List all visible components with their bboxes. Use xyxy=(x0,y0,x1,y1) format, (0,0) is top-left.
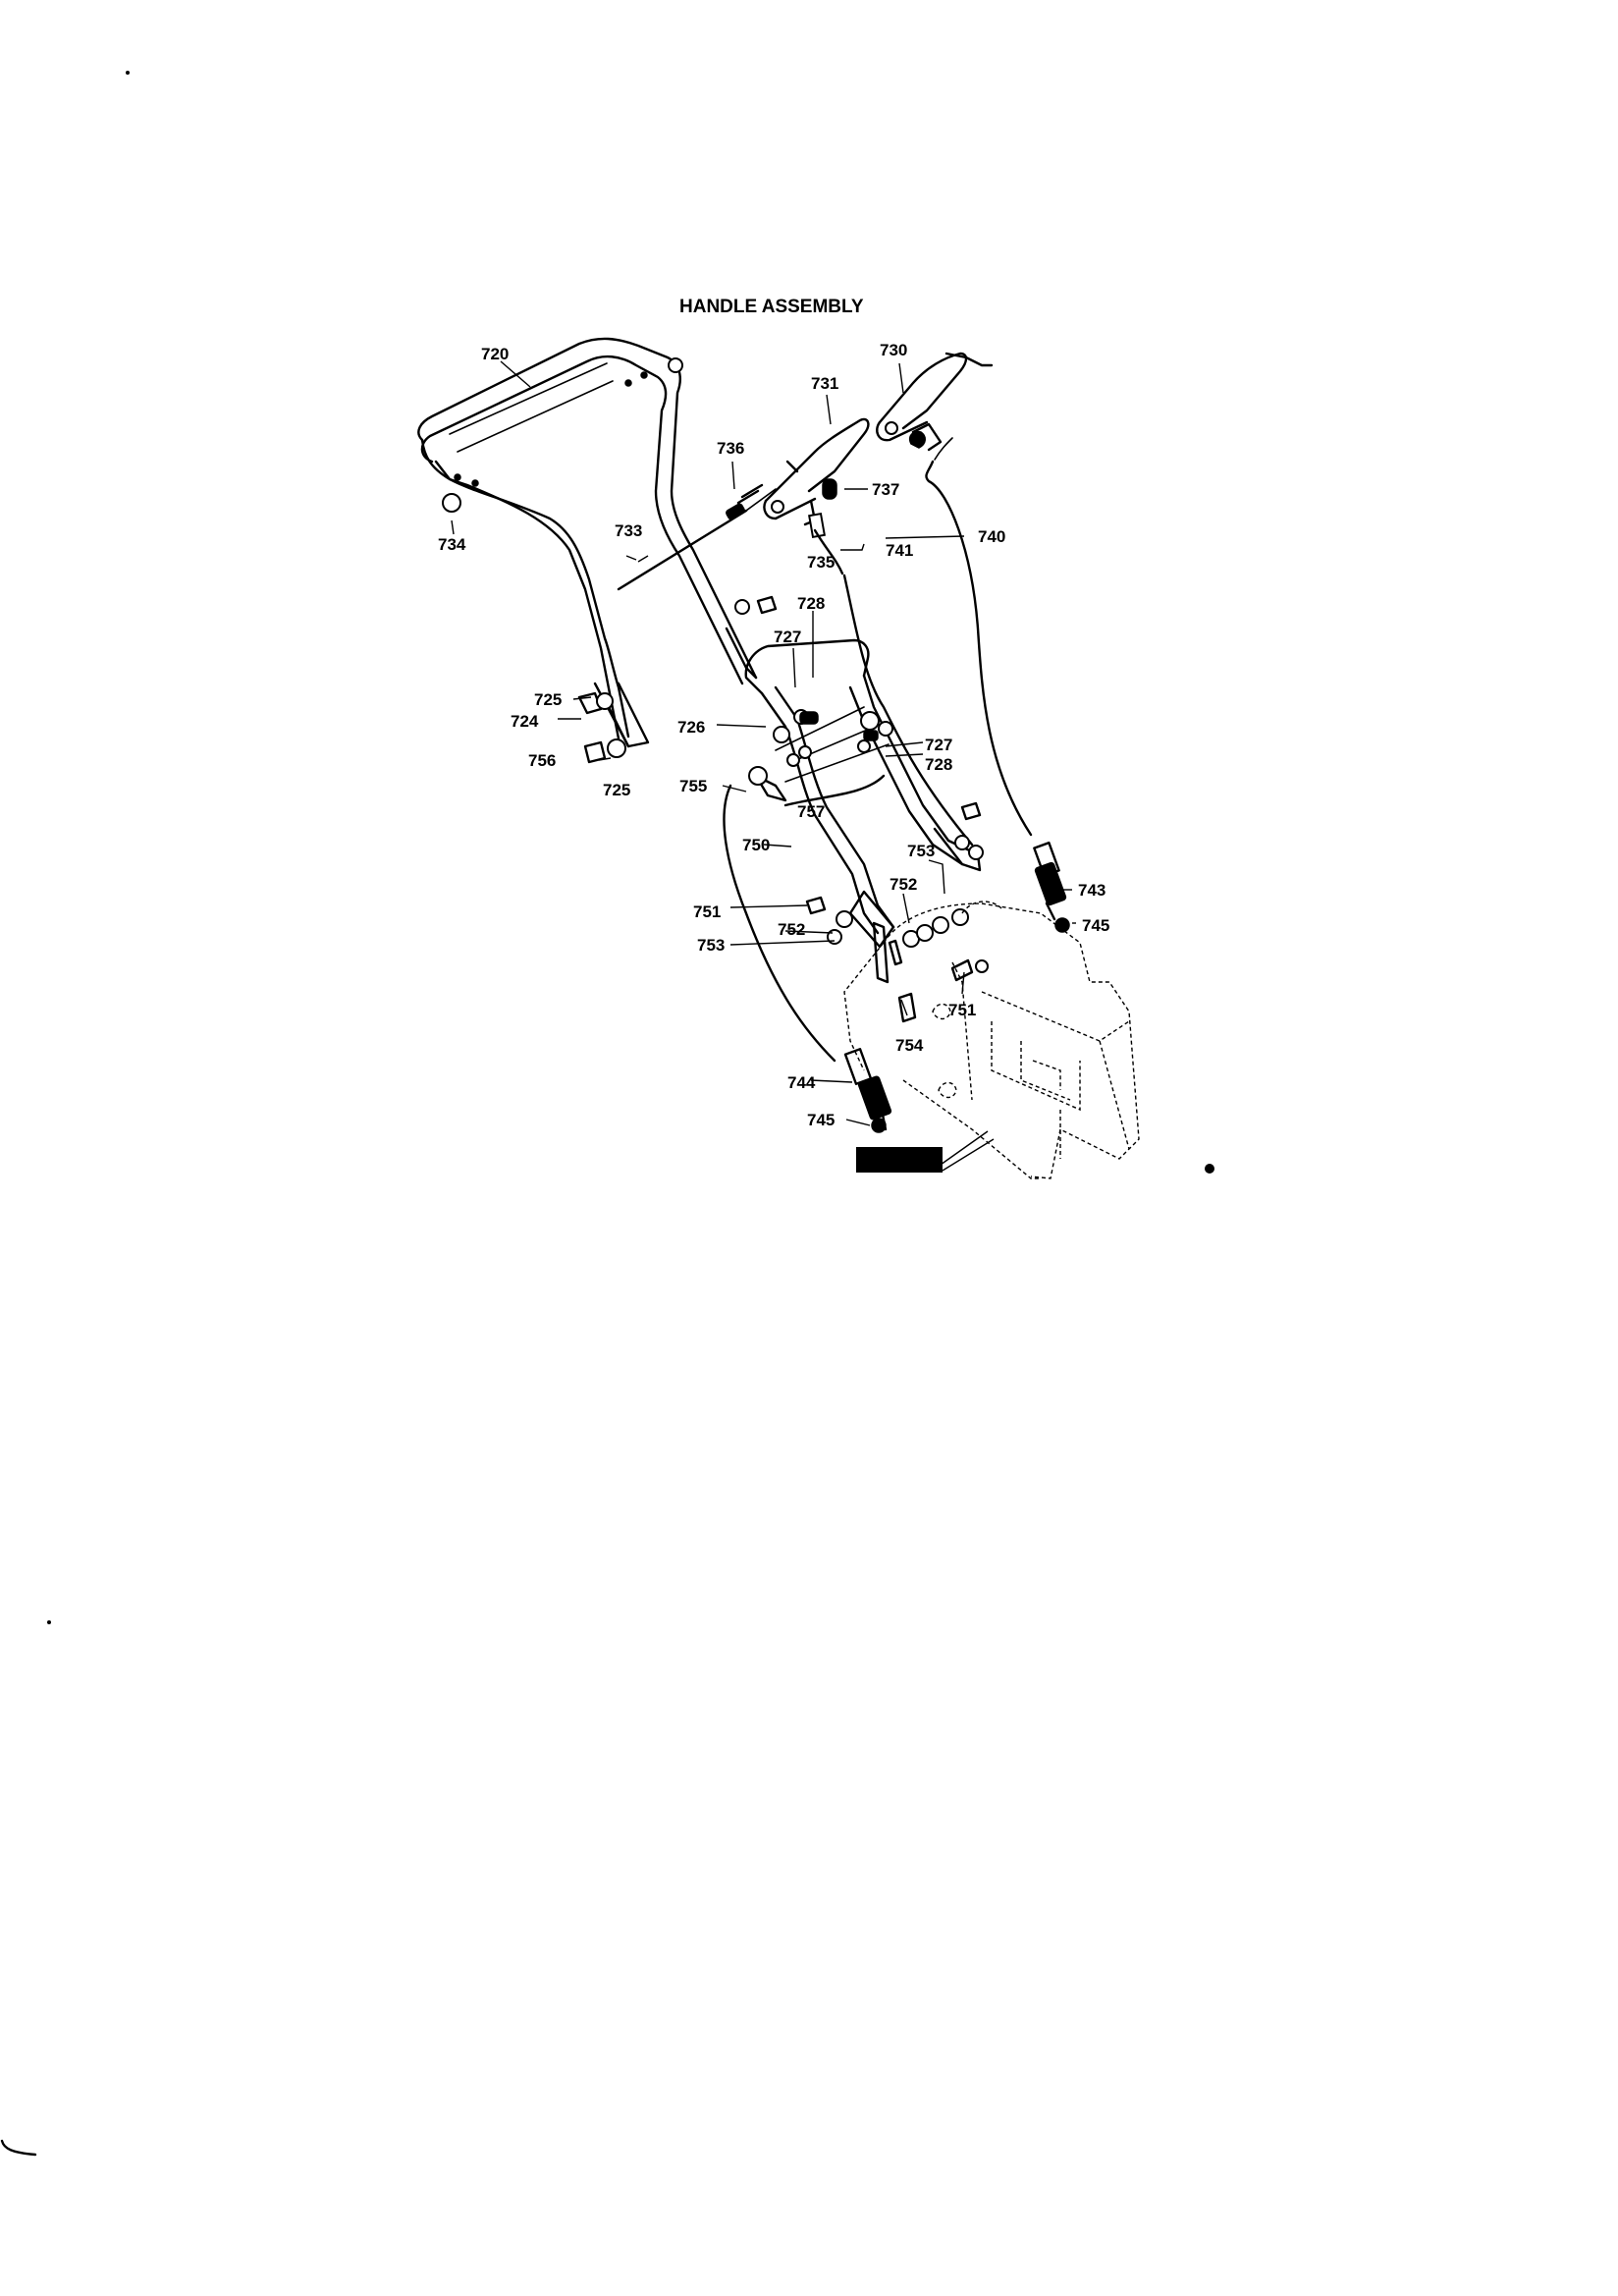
callout-735: 735 xyxy=(807,553,835,572)
callout-724: 724 xyxy=(511,712,539,731)
callout-730: 730 xyxy=(880,341,907,359)
callout-labels: 720 730 731 736 737 734 733 735 741 740 … xyxy=(438,341,1109,1129)
callout-755: 755 xyxy=(679,777,707,795)
callout-728-top: 728 xyxy=(797,594,825,613)
callout-731: 731 xyxy=(811,374,838,393)
callout-753-upper: 753 xyxy=(907,842,935,860)
callout-740: 740 xyxy=(978,527,1005,546)
cables xyxy=(723,437,1033,1063)
reference-block xyxy=(856,1147,943,1173)
diagram-title: HANDLE ASSEMBLY xyxy=(679,297,864,317)
callout-757: 757 xyxy=(797,802,825,821)
callout-745-bottom: 745 xyxy=(807,1111,835,1129)
callout-737: 737 xyxy=(872,480,899,499)
reference-tab xyxy=(856,1130,995,1173)
callout-756: 756 xyxy=(528,751,556,770)
callout-727-top: 727 xyxy=(774,628,801,646)
callout-728-right: 728 xyxy=(925,755,952,774)
callout-754: 754 xyxy=(895,1036,924,1055)
lower-handle xyxy=(744,638,982,949)
callout-751-left: 751 xyxy=(693,902,721,921)
callout-741: 741 xyxy=(886,541,913,560)
mounting-hardware xyxy=(442,357,989,1023)
callout-720: 720 xyxy=(481,345,509,363)
callout-733: 733 xyxy=(615,521,642,540)
callout-753-lower: 753 xyxy=(697,936,725,955)
upper-handle xyxy=(417,337,758,748)
callout-744: 744 xyxy=(787,1073,816,1092)
leader-lines xyxy=(451,360,1076,1126)
callout-725-lower: 725 xyxy=(603,781,630,799)
callout-727-right: 727 xyxy=(925,736,952,754)
control-levers xyxy=(763,352,994,526)
callout-752-upper: 752 xyxy=(890,875,917,894)
callout-750: 750 xyxy=(742,836,770,854)
callout-726: 726 xyxy=(677,718,705,737)
callout-743: 743 xyxy=(1078,881,1106,900)
callout-736: 736 xyxy=(717,439,744,458)
callout-752-lower: 752 xyxy=(778,920,805,939)
cable-adjusters xyxy=(843,841,1070,1133)
callout-745-right: 745 xyxy=(1082,916,1109,935)
callout-725-upper: 725 xyxy=(534,690,562,709)
scan-marks xyxy=(0,71,1214,2157)
callout-734: 734 xyxy=(438,535,466,554)
unit-housing xyxy=(843,901,1140,1179)
rod-and-springs xyxy=(617,483,844,591)
callout-751-right: 751 xyxy=(948,1001,976,1019)
